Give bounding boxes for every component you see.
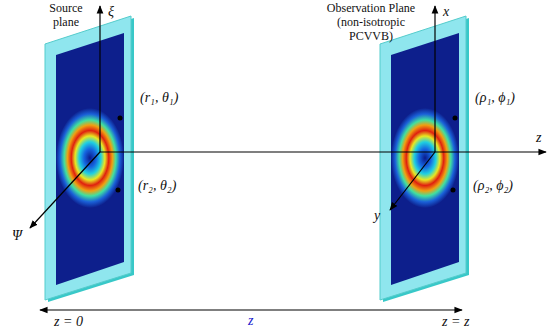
observation-plane [380, 16, 466, 300]
vortex-beam [391, 108, 459, 208]
plane-edge [383, 18, 469, 302]
point-marker [453, 116, 458, 121]
source-plane [45, 16, 131, 300]
point-label: (r₁, θ₁) [140, 90, 178, 106]
y-axis [390, 152, 435, 210]
beam-window [56, 33, 124, 285]
position-label: z = 0 [54, 314, 83, 330]
axis-label: z [536, 130, 541, 146]
position-label: z = z [442, 314, 469, 330]
x-axis [434, 6, 435, 152]
axis-label: Ψ [12, 228, 22, 244]
axis-label: ξ [108, 4, 114, 20]
plane-title: Observation Plane (non-isotropic PCVVB) [314, 2, 428, 43]
psi-axis [30, 152, 100, 228]
z-axis [100, 151, 546, 152]
axis-label: x [443, 4, 449, 20]
axis-label: y [374, 208, 380, 224]
point-marker [118, 116, 123, 121]
point-label: (r₂, θ₂) [138, 178, 176, 194]
vortex-beam [56, 108, 124, 208]
distance-label: z [248, 313, 253, 329]
plane-title: Source plane [38, 2, 94, 30]
point-label: (ρ₁, ϕ₁) [475, 90, 515, 106]
beam-window [391, 33, 459, 285]
point-label: (ρ₂, ϕ₂) [473, 178, 513, 194]
distance-arrow [40, 309, 462, 310]
xi-axis [99, 6, 100, 152]
point-marker [116, 188, 121, 193]
plane-edge [48, 18, 134, 302]
point-marker [451, 188, 456, 193]
